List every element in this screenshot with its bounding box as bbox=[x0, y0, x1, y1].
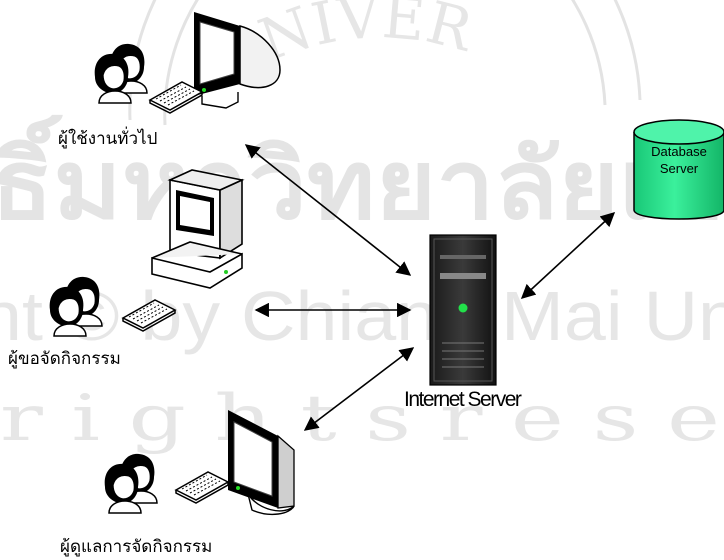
database-label-line2: Server bbox=[659, 161, 699, 176]
internet-server-label: Internet Server bbox=[404, 388, 522, 411]
database-cylinder-icon bbox=[633, 119, 724, 220]
general-users-label: ผู้ใช้งานทั่วไป bbox=[58, 129, 158, 149]
database-server-label: Database Server bbox=[634, 143, 724, 177]
activity-requesters-label: ผู้ขอจัดกิจกรรม bbox=[8, 349, 121, 369]
tower-server-icon bbox=[429, 234, 497, 386]
link-general-users-server bbox=[244, 144, 412, 276]
activity-admins-label: ผู้ดูแลการจัดกิจกรรม bbox=[60, 537, 213, 557]
link-server-database bbox=[520, 212, 616, 299]
link-admins-server bbox=[303, 347, 415, 431]
activity-admins-icon bbox=[105, 410, 295, 516]
database-label-line1: Database bbox=[651, 144, 707, 159]
activity-requesters-icon bbox=[50, 169, 245, 336]
general-users-icon bbox=[95, 12, 281, 114]
